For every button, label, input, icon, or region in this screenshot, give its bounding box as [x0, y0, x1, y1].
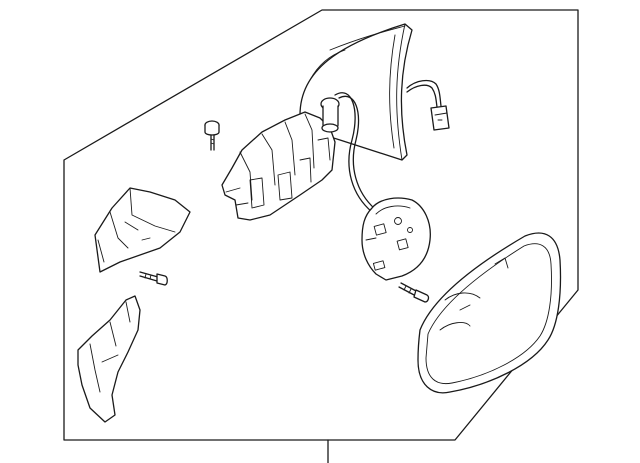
upper-cover-cap	[95, 188, 190, 272]
bolt-top	[205, 121, 219, 150]
mirror-glass	[418, 233, 561, 393]
wiring-harness-with-connector	[335, 81, 449, 212]
screw-middle-left	[140, 272, 167, 285]
connector	[431, 106, 449, 130]
assembly-outline	[64, 10, 578, 463]
lower-cover-cap	[78, 296, 140, 422]
screw-actuator	[399, 283, 428, 302]
actuator-motor	[362, 198, 430, 280]
mirror-housing-with-bracket	[222, 24, 412, 220]
